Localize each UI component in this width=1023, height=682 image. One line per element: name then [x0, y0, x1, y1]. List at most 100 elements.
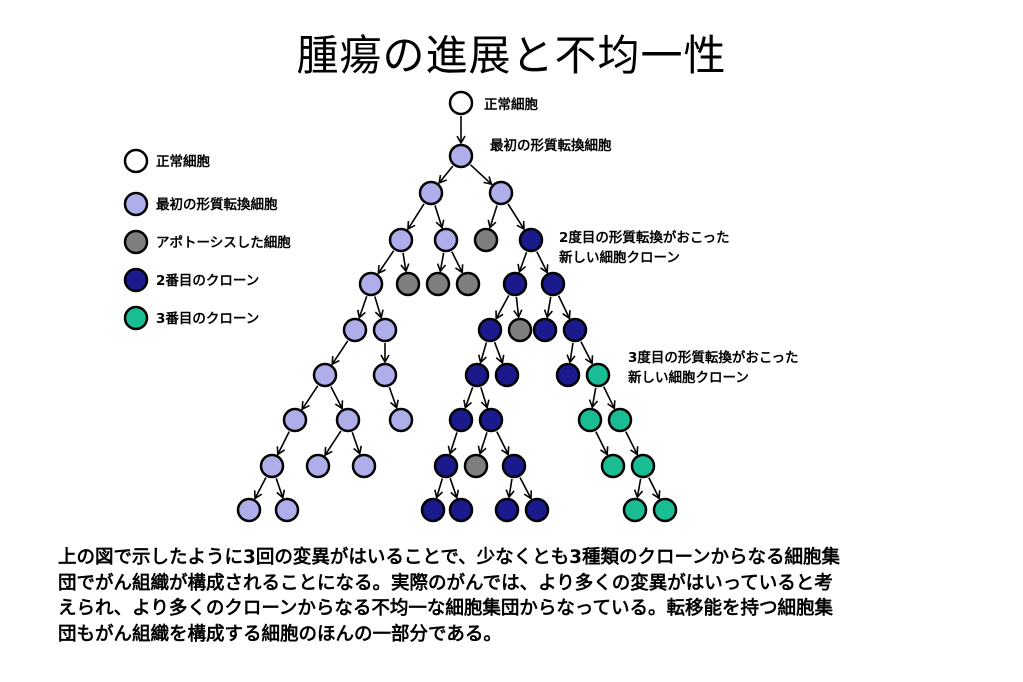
cell-node-second-clone: [464, 362, 490, 388]
lineage-arrow: [330, 386, 344, 410]
lineage-arrow: [477, 432, 488, 456]
cell-node-second-clone: [433, 453, 459, 479]
lineage-arrow: [275, 478, 286, 500]
cell-node-second-clone: [448, 407, 474, 433]
cell-node-apoptotic: [463, 453, 489, 479]
legend-item-second-clone: 2番目のクローン: [123, 267, 259, 293]
cell-node-third-clone: [652, 497, 678, 523]
lineage-arrow: [580, 341, 594, 365]
cell-node-second-clone: [448, 497, 474, 523]
lineage-arrow: [434, 478, 444, 500]
lineage-arrow: [536, 251, 549, 274]
lineage-arrow: [513, 296, 523, 319]
cell-node-apoptotic: [395, 271, 421, 297]
lineage-arrow: [595, 431, 609, 456]
cell-node-apoptotic: [473, 227, 499, 253]
lineage-arrow: [434, 205, 445, 230]
cell-node-normal: [448, 90, 474, 116]
lineage-arrow: [324, 430, 342, 457]
cell-node-second-clone: [555, 362, 581, 388]
cell-node-first-transformed: [282, 407, 308, 433]
lineage-arrow: [449, 478, 460, 500]
cell-node-apoptotic: [455, 271, 481, 297]
lineage-arrow: [463, 386, 474, 410]
cell-node-second-clone: [502, 271, 528, 297]
cell-node-first-transformed: [351, 453, 377, 479]
cell-node-first-transformed: [259, 453, 285, 479]
lineage-arrow: [566, 342, 576, 364]
cell-node-first-transformed: [448, 143, 474, 169]
legend-label-third-clone: 3番目のクローン: [156, 310, 259, 327]
lineage-arrow: [447, 432, 458, 456]
legend-item-first-transformed: 最初の形質転換細胞: [123, 191, 278, 217]
legend-label-normal: 正常細胞: [156, 153, 210, 170]
lineage-arrow: [519, 477, 533, 500]
cell-node-first-transformed: [358, 271, 384, 297]
lineage-arrow: [496, 431, 510, 456]
lineage-arrow: [493, 341, 505, 365]
cell-node-second-clone: [532, 317, 558, 343]
annotation-second-line2: 新しい細胞クローン: [559, 249, 680, 266]
lineage-arrow: [253, 477, 267, 500]
lineage-arrow: [557, 295, 571, 320]
lineage-arrow: [633, 478, 644, 499]
lineage-arrow: [438, 165, 454, 185]
annotation-second-line1: 2度目の形質転換がおこった: [559, 229, 729, 246]
cell-node-apoptotic: [507, 317, 533, 343]
cell-node-first-transformed: [388, 227, 414, 253]
cell-node-first-transformed: [342, 317, 368, 343]
lineage-arrow: [351, 432, 362, 456]
legend-swatch-apoptosis: [123, 229, 149, 255]
cell-node-second-clone: [501, 453, 527, 479]
caption: 上の図で示したように3回の変異がはいることで、少なくとも3種類のクローンからなる…: [58, 545, 958, 647]
cell-node-first-transformed: [312, 362, 338, 388]
lineage-arrow: [436, 252, 447, 273]
legend-item-third-clone: 3番目のクローン: [123, 305, 259, 331]
caption-line: えられ、より多くのクローンからなる不均一な細胞集団からなっている。転移能を持つ細…: [58, 598, 833, 619]
lineage-arrow: [505, 478, 515, 499]
lineage-arrow: [388, 386, 399, 410]
cell-node-first-transformed: [335, 407, 361, 433]
legend: 正常細胞 最初の形質転換細胞 アポトーシスした細胞 2番目のクローン 3番目のク…: [123, 148, 291, 331]
legend-swatch-first-transformed: [123, 191, 149, 217]
cell-node-first-transformed: [305, 453, 331, 479]
lineage-arrow: [648, 477, 661, 500]
cell-node-second-clone: [477, 317, 503, 343]
lineage-arrow: [480, 387, 490, 410]
cell-node-first-transformed: [488, 180, 514, 206]
lineage-arrow: [374, 296, 384, 320]
cell-node-second-clone: [540, 271, 566, 297]
lineage-arrow: [602, 386, 616, 410]
cell-node-third-clone: [585, 362, 611, 388]
lineage-arrow: [470, 164, 493, 186]
caption-line: 団でがん組織が構成されることになる。実際のがんでは、より多くの変異がはいっている…: [58, 572, 833, 594]
cell-node-third-clone: [630, 453, 656, 479]
legend-label-second-clone: 2番目のクローン: [156, 272, 259, 289]
cell-node-first-transformed: [274, 497, 300, 523]
legend-label-first-transformed: 最初の形質転換細胞: [156, 196, 278, 213]
lineage-arrow: [588, 387, 599, 409]
page-title: 腫瘍の進展と不均一性: [296, 31, 727, 80]
lineage-arrow: [357, 296, 368, 320]
cell-node-first-transformed: [372, 317, 398, 343]
cell-node-second-clone: [562, 317, 588, 343]
lineage-arrow: [331, 340, 349, 366]
legend-swatch-second-clone: [123, 267, 149, 293]
cell-node-third-clone: [607, 407, 633, 433]
cell-node-second-clone: [494, 497, 520, 523]
lineage-arrow: [407, 203, 425, 231]
cell-node-first-transformed: [372, 362, 398, 388]
lineage-arrow: [517, 251, 528, 274]
lineage-arrows: [253, 116, 661, 500]
annotation-normal-cell: 正常細胞: [484, 96, 538, 113]
cell-node-first-transformed: [388, 407, 414, 433]
caption-line: 団もがん組織を構成する細胞のほんの一部分である。: [58, 623, 502, 645]
cell-node-third-clone: [577, 407, 603, 433]
cell-node-apoptotic: [425, 271, 451, 297]
lineage-arrow: [477, 342, 488, 365]
cell-node-first-transformed: [236, 497, 262, 523]
annotation-third-line1: 3度目の形質転換がおこった: [628, 349, 798, 366]
lineage-arrow: [276, 431, 290, 456]
lineage-arrow: [400, 252, 410, 273]
